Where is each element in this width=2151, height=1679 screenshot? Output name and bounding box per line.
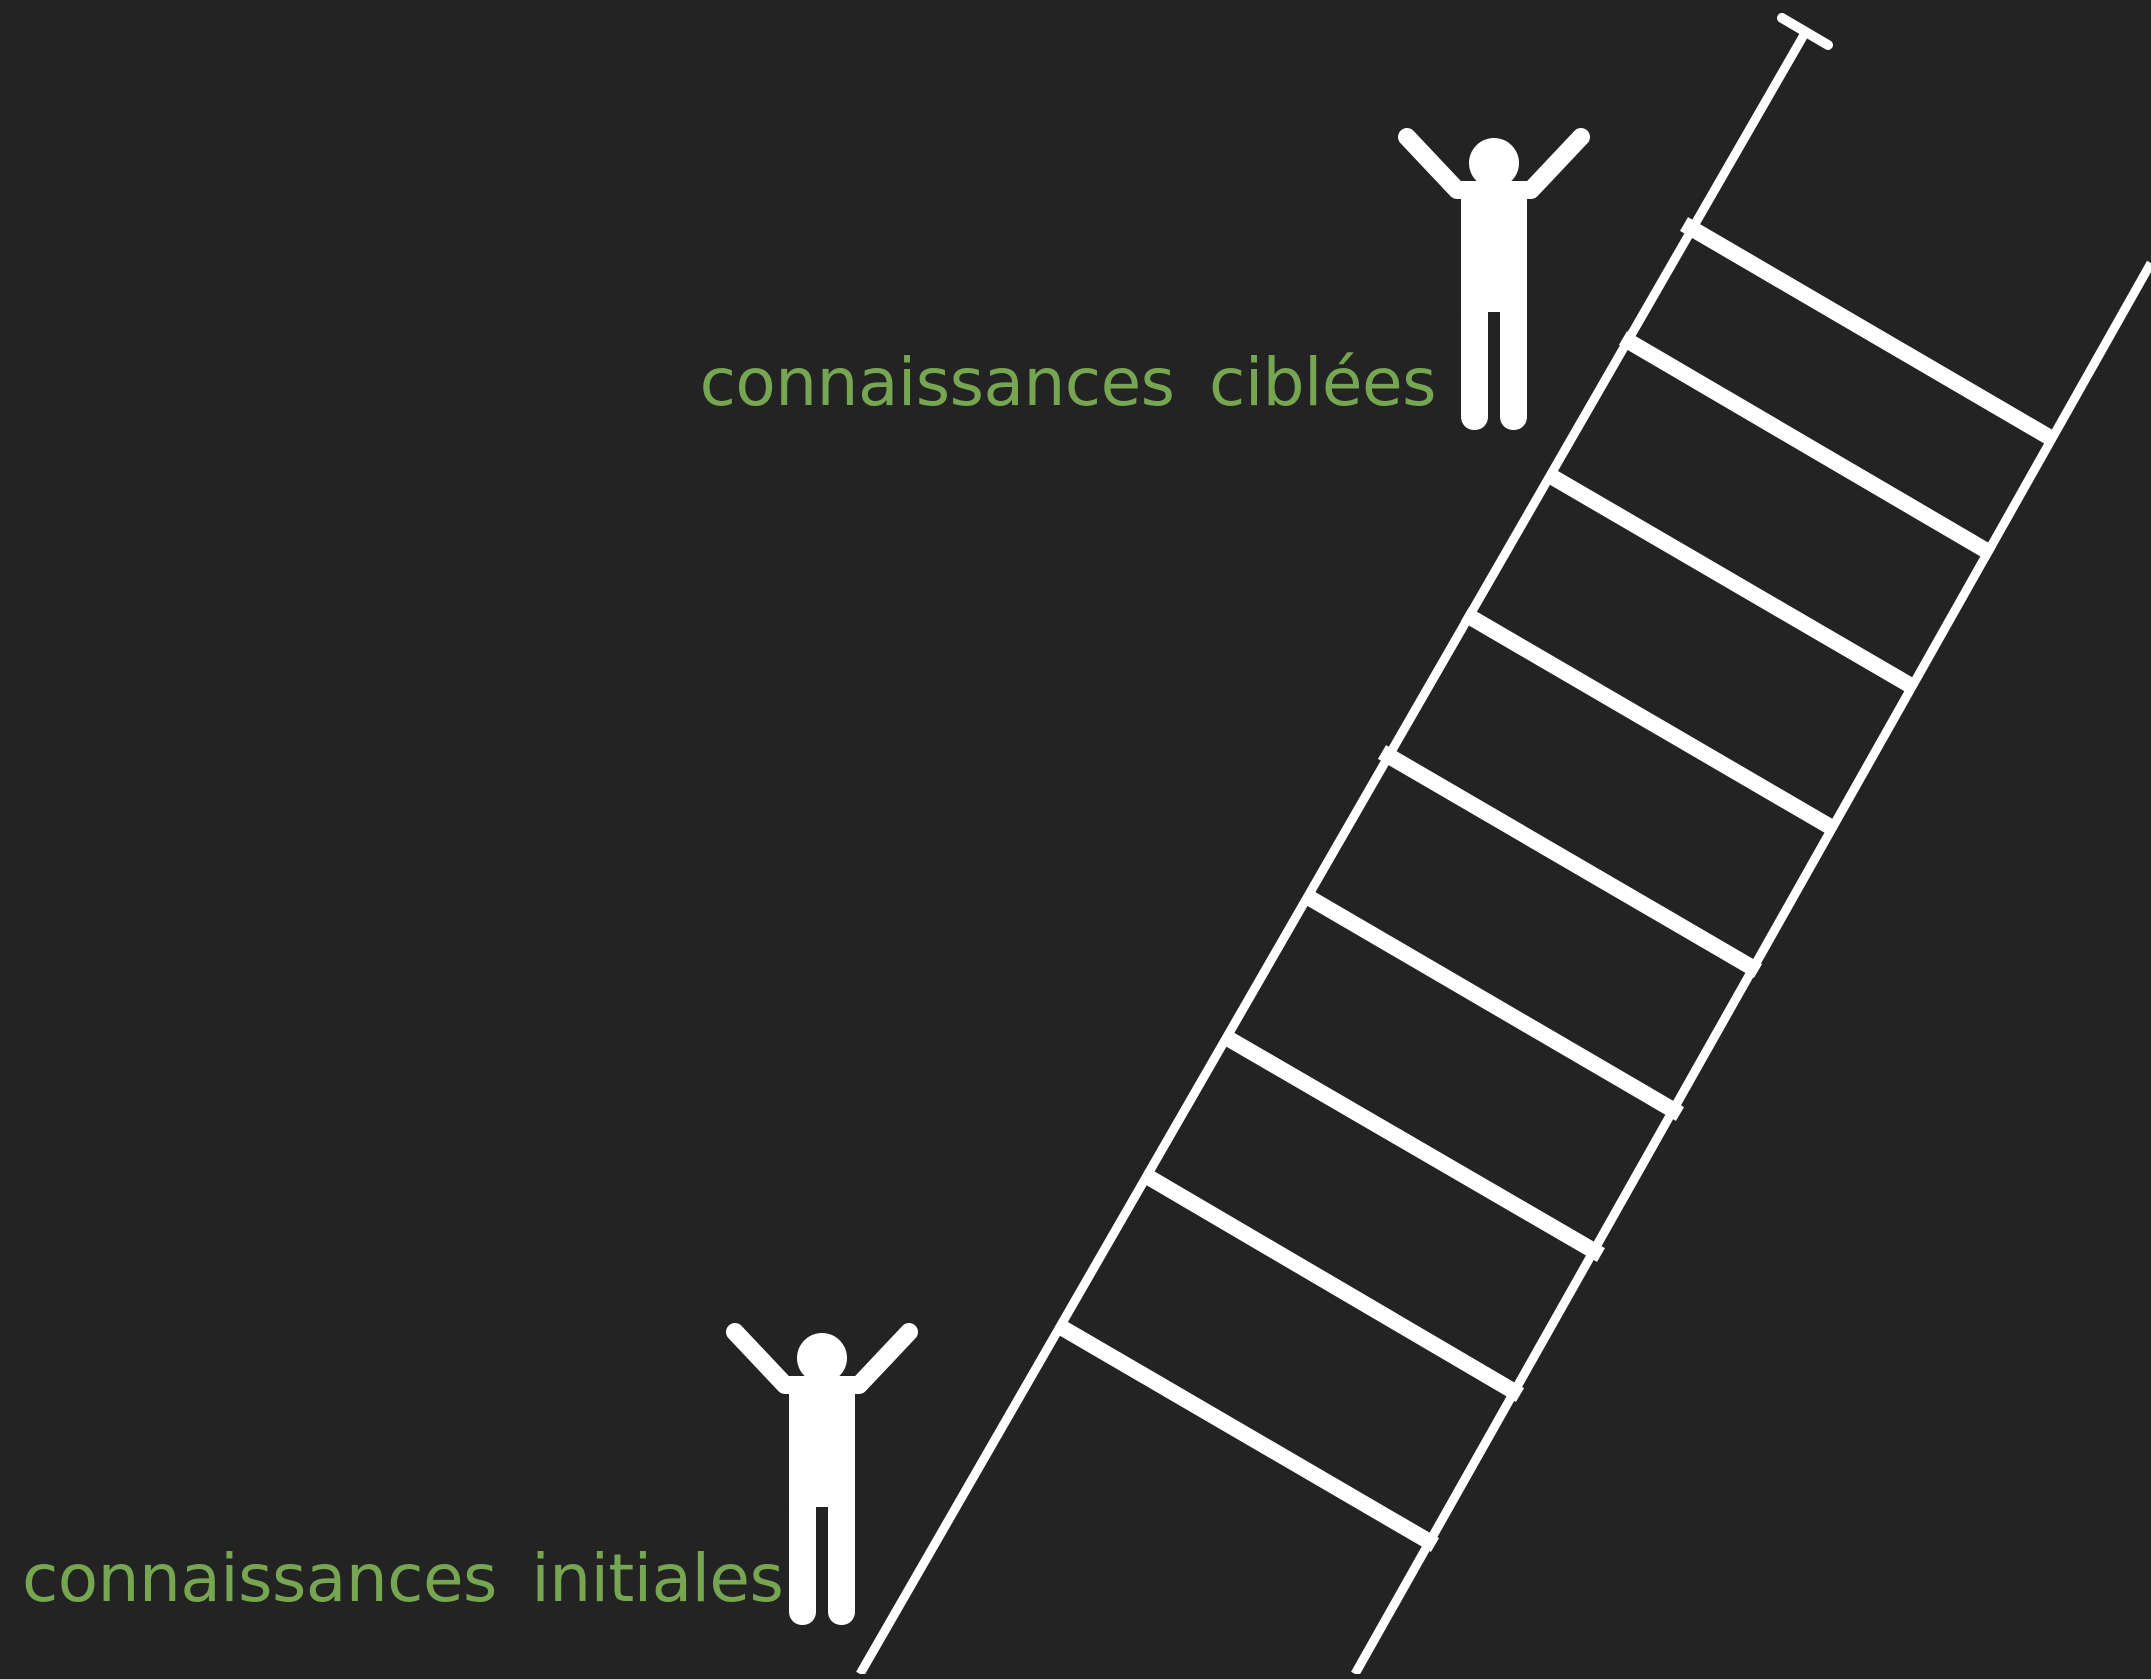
target-knowledge-label: connaissances ciblées [699,344,1437,421]
ladder-rung [1544,468,1918,694]
person-arms-raised-icon [726,1323,918,1625]
person-arms-raised-icon [1398,128,1590,430]
ladder-left-rail [856,30,1809,1677]
ladder-rung [1303,890,1685,1121]
ladder [856,13,2151,1677]
ladder-rung [1618,331,1997,561]
ladder-rung [1224,1032,1606,1262]
initial-knowledge-label: connaissances initiales [22,1540,784,1617]
ladder-rung [1377,745,1763,978]
ladder-rung [1460,607,1839,836]
ladder-top-cap [1777,13,1833,50]
ladder-rung [1145,1171,1525,1402]
ladder-rung [1054,1319,1440,1552]
ladder-rung [1679,217,2059,447]
